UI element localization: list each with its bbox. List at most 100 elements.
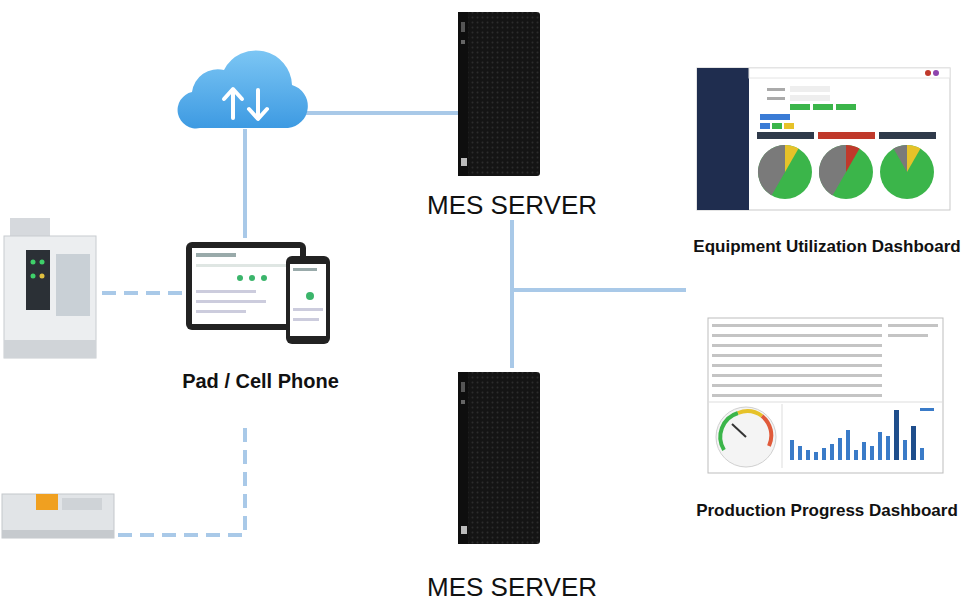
injection-machine-part [36,494,58,510]
cnc-machine-part [26,250,50,310]
tablet-phone-part [196,300,266,303]
production-dashboard-screen-part [782,404,783,468]
utilization-dashboard-screen-part [880,145,934,199]
production-dashboard-screen-part [716,407,776,467]
utilization-dashboard-screen-part [836,104,856,110]
tablet-phone-part [196,264,294,267]
node-caption: Equipment Utilization Dashboard [693,236,960,258]
server-tower-part [461,526,467,534]
production-dashboard-screen-part-part [870,446,874,460]
production-dashboard-screen-part [790,410,924,460]
server-tower-part [461,22,465,32]
production-dashboard-screen-part-part [911,426,916,460]
production-dashboard-screen-part [720,413,738,450]
tablet-phone-part [293,308,323,311]
production-dashboard-screen-part-part [712,364,882,367]
production-dashboard-screen-part [708,318,943,473]
server-node: MES SERVER [412,8,612,220]
utilization-dashboard-screen-part [819,145,873,199]
utilization-dashboard-screen-part [784,123,794,129]
cnc-machine-part [31,274,36,279]
production-dashboard-screen-part-part [854,450,858,460]
tablet-phone-part [286,256,330,344]
cloud-icon-part-part [224,89,242,99]
utilization-dashboard-screen-part [772,123,782,129]
server-tower-part [461,158,467,166]
tablet-phone-part [196,253,236,257]
production-dashboard-screen-part-part [712,334,882,337]
production-dashboard-screen-part-part [806,450,810,460]
tablet-phone-part [192,248,300,324]
cloud-icon-part-part [249,109,267,119]
connector-line [510,220,514,368]
utilization-dashboard-screen-part [790,95,830,101]
production-dashboard-screen-part-part [830,444,834,460]
cloud-icon-part [224,89,267,119]
tablet-phone-part [306,292,314,300]
server-tower-part [461,382,465,392]
node-caption: MES SERVER [427,190,597,220]
tablet-phone-part [237,275,243,281]
dashed-links-part [102,291,182,295]
connector-line [512,220,513,368]
tablet-phone [186,242,330,344]
cloud-icon-part [178,50,308,128]
server-tower-part [458,372,468,544]
tablet-phone-part [196,290,256,293]
production-dashboard-screen-part [738,411,762,416]
dashed-links-part [118,422,245,535]
cnc-machine-part [4,236,96,358]
production-dashboard-screen-part-part [886,436,890,460]
utilization-dashboard-screen-part [925,70,931,76]
utilization-dashboard-screen-part-part [819,145,873,199]
production-dashboard-screen-part-part [894,410,899,460]
production-dashboard-screen-part-part [712,374,882,377]
production-dashboard-screen-part-part [790,440,794,460]
cnc-machine-part [4,340,96,358]
production-dashboard-screen-part-part [888,334,928,337]
utilization-dashboard-screen-part-part [758,145,785,195]
production-dashboard-screen-part [732,424,746,437]
server-tower-part [461,400,465,404]
cnc-machine-part [56,254,90,316]
device-node: Pad / Cell Phone [176,236,345,394]
node-caption: MES SERVER [427,572,597,602]
production-dashboard-screen-part-part [846,430,850,460]
utilization-dashboard-screen-part-part [894,145,908,172]
production-dashboard-screen-part-part [903,440,907,460]
utilization-dashboard-screen-part-part [880,145,934,199]
cnc-machine-part [40,260,45,265]
utilization-dashboard-screen-part [749,68,950,78]
network-wires-part [300,111,458,115]
production-dashboard-screen-part-part [920,448,924,460]
cnc-machine-part [40,274,45,279]
production-dashboard-screen [708,318,943,473]
network-wires-part [512,288,686,292]
utilization-dashboard-screen-part [790,104,810,110]
production-dashboard-screen-part [920,408,934,411]
utilization-dashboard-screen-part [818,132,875,139]
dashboard-node: Equipment Utilization Dashboard [682,66,972,258]
network-wires-part [243,129,247,238]
server-tower-part [458,12,468,176]
utilization-dashboard-screen-part-part [907,145,921,172]
utilization-dashboard-screen-part-part [785,145,799,172]
cnc-machine-part [31,260,36,265]
utilization-dashboard-screen-part [767,97,785,100]
server-node: MES SERVER [412,368,612,602]
server-tower-part [458,12,540,176]
utilization-dashboard-screen-part [758,145,812,199]
injection-machine [2,494,114,538]
utilization-dashboard-screen-part [813,104,833,110]
server-tower [458,12,540,176]
utilization-dashboard-screen-part [879,132,936,139]
injection-machine-part [62,498,102,510]
production-dashboard-screen-part-part [888,324,938,327]
node-caption: Production Progress Dashboard [696,500,958,522]
production-dashboard-screen-part-part [712,344,882,347]
utilization-dashboard-screen-part-part [846,145,860,172]
production-dashboard-screen-part-part [712,324,882,327]
production-dashboard-screen-part-part [862,442,866,460]
utilization-dashboard-screen-part [697,68,749,210]
